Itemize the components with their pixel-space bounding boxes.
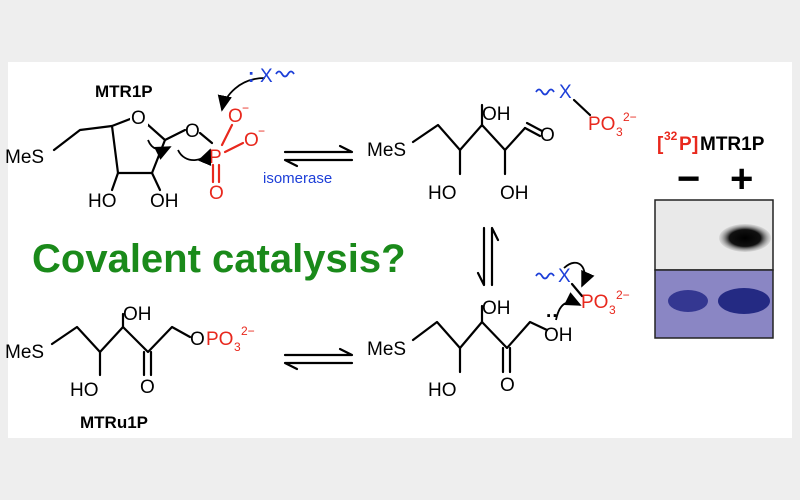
svg-text:HO: HO bbox=[428, 183, 457, 204]
lane-minus: − bbox=[677, 157, 700, 201]
svg-text:HO: HO bbox=[428, 380, 457, 401]
phosphate-o3: O bbox=[209, 183, 224, 204]
gel-figure: [ 32 P ] MTR1P − + bbox=[654, 129, 774, 339]
svg-text:PO: PO bbox=[588, 114, 615, 135]
svg-text:X: X bbox=[559, 82, 572, 103]
svg-text:X: X bbox=[558, 266, 571, 287]
ketose-structure: MeS OH HO O OH ·· bbox=[367, 298, 573, 401]
svg-text:P: P bbox=[679, 134, 692, 155]
protein-band-minus bbox=[668, 290, 708, 312]
aldehyde-structure: MeS OH HO OH O bbox=[367, 103, 555, 204]
isomerase-label: isomerase bbox=[263, 170, 332, 187]
svg-text:OH: OH bbox=[482, 298, 511, 319]
phosphate-o2: O bbox=[244, 130, 259, 151]
svg-text:MeS: MeS bbox=[367, 140, 406, 161]
ring-oxygen: O bbox=[131, 108, 146, 129]
svg-text:PO: PO bbox=[206, 329, 233, 350]
mtr1p-label: MTR1P bbox=[95, 82, 153, 101]
phosphoenzyme-top: X PO 3 2− bbox=[535, 82, 637, 139]
protein-band-plus bbox=[718, 288, 770, 314]
svg-text:O: O bbox=[190, 329, 205, 350]
svg-text:OH: OH bbox=[123, 304, 152, 325]
ho-3: HO bbox=[88, 191, 117, 212]
svg-text:MeS: MeS bbox=[5, 342, 44, 363]
lane-plus: + bbox=[730, 157, 753, 201]
oh-2: OH bbox=[150, 191, 179, 212]
svg-text:[: [ bbox=[657, 134, 664, 155]
covalent-catalysis-title: Covalent catalysis? bbox=[32, 237, 406, 281]
svg-text:2−: 2− bbox=[616, 288, 630, 302]
ch2-bond bbox=[52, 124, 114, 152]
svg-text:3: 3 bbox=[234, 340, 241, 354]
mtru1p-label: MTRu1P bbox=[80, 413, 148, 432]
svg-text:O: O bbox=[500, 375, 515, 396]
isotope-number: 32 bbox=[664, 129, 678, 143]
aldehyde-oxygen: O bbox=[540, 125, 555, 146]
vertical-equilibrium-arrows bbox=[476, 226, 500, 287]
top-equilibrium-arrows: isomerase bbox=[263, 144, 354, 187]
svg-text:2−: 2− bbox=[623, 110, 637, 124]
phosphorus: P bbox=[209, 147, 222, 168]
ketone-oxygen: O bbox=[140, 377, 155, 398]
svg-text:3: 3 bbox=[609, 303, 616, 317]
bottom-equilibrium-arrows bbox=[283, 347, 354, 371]
svg-text:3: 3 bbox=[616, 125, 623, 139]
phosphoenzyme-bottom: X PO 3 2− bbox=[535, 261, 630, 321]
radiolabel-band bbox=[719, 224, 771, 252]
phosphate-o1: O bbox=[228, 106, 243, 127]
gel-compound-label: MTR1P bbox=[700, 134, 765, 155]
svg-text:]: ] bbox=[692, 134, 698, 155]
lone-pair: ·· bbox=[546, 306, 559, 327]
svg-text:MeS: MeS bbox=[367, 339, 406, 360]
anomeric-oxygen: O bbox=[185, 121, 200, 142]
svg-text::: : bbox=[248, 66, 254, 87]
mtr1p-structure: MTR1P MeS O HO OH O P O − O − bbox=[5, 66, 295, 212]
svg-text:−: − bbox=[258, 124, 265, 138]
svg-text:OH: OH bbox=[500, 183, 529, 204]
svg-text:−: − bbox=[242, 101, 249, 115]
mtru1p-structure: MeS OH HO O O PO 3 2− MTRu1P bbox=[5, 304, 255, 432]
svg-text:OH: OH bbox=[482, 104, 511, 125]
svg-text:HO: HO bbox=[70, 380, 99, 401]
svg-text:2−: 2− bbox=[241, 324, 255, 338]
primary-hydroxyl: OH bbox=[544, 325, 573, 346]
mes-group: MeS bbox=[5, 147, 44, 168]
nucleophile-x: X bbox=[260, 66, 273, 87]
svg-text:PO: PO bbox=[581, 292, 608, 313]
